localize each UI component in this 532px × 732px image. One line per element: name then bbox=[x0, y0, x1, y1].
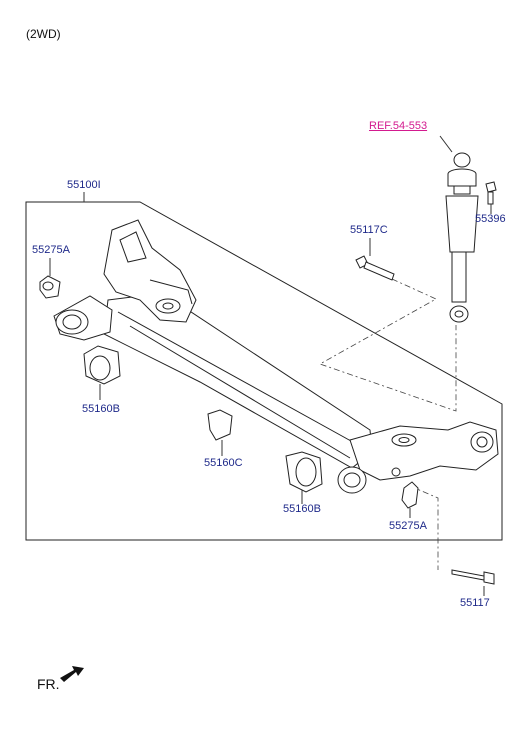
part-label-bushing-left[interactable]: 55160B bbox=[82, 403, 120, 415]
part-label-bushing-top-left[interactable]: 55275A bbox=[32, 244, 70, 256]
dashed-guides bbox=[319, 278, 457, 570]
reference-link[interactable]: REF.54-553 bbox=[369, 120, 428, 132]
bushing-left bbox=[83, 345, 121, 385]
front-arrow-icon bbox=[60, 666, 84, 682]
part-label-bushing-right[interactable]: 55160B bbox=[283, 503, 321, 515]
part-label-bushing-bottom-right[interactable]: 55275A bbox=[389, 520, 427, 532]
part-label-lower-bolt[interactable]: 55117 bbox=[460, 597, 490, 609]
bushing-top-left bbox=[39, 275, 61, 299]
torsion-axle bbox=[53, 219, 499, 494]
shock-mount-bolt bbox=[485, 181, 497, 205]
assembly-frame bbox=[25, 201, 503, 541]
bushing-bottom-right bbox=[401, 481, 419, 509]
ref-leader bbox=[439, 135, 453, 153]
lower-bolt bbox=[451, 569, 495, 585]
variant-label: (2WD) bbox=[26, 27, 61, 41]
shock-absorber bbox=[445, 152, 479, 323]
part-label-assembly[interactable]: 55100I bbox=[67, 179, 101, 191]
part-label-shock-mount-bolt[interactable]: 55396 bbox=[475, 213, 506, 225]
bushing-right bbox=[285, 451, 323, 493]
part-label-upper-bolt[interactable]: 55117C bbox=[350, 224, 388, 236]
front-label: FR. bbox=[37, 676, 60, 692]
upper-bolt bbox=[355, 255, 395, 281]
bushing-center bbox=[207, 409, 233, 441]
part-label-bushing-center[interactable]: 55160C bbox=[204, 457, 243, 469]
